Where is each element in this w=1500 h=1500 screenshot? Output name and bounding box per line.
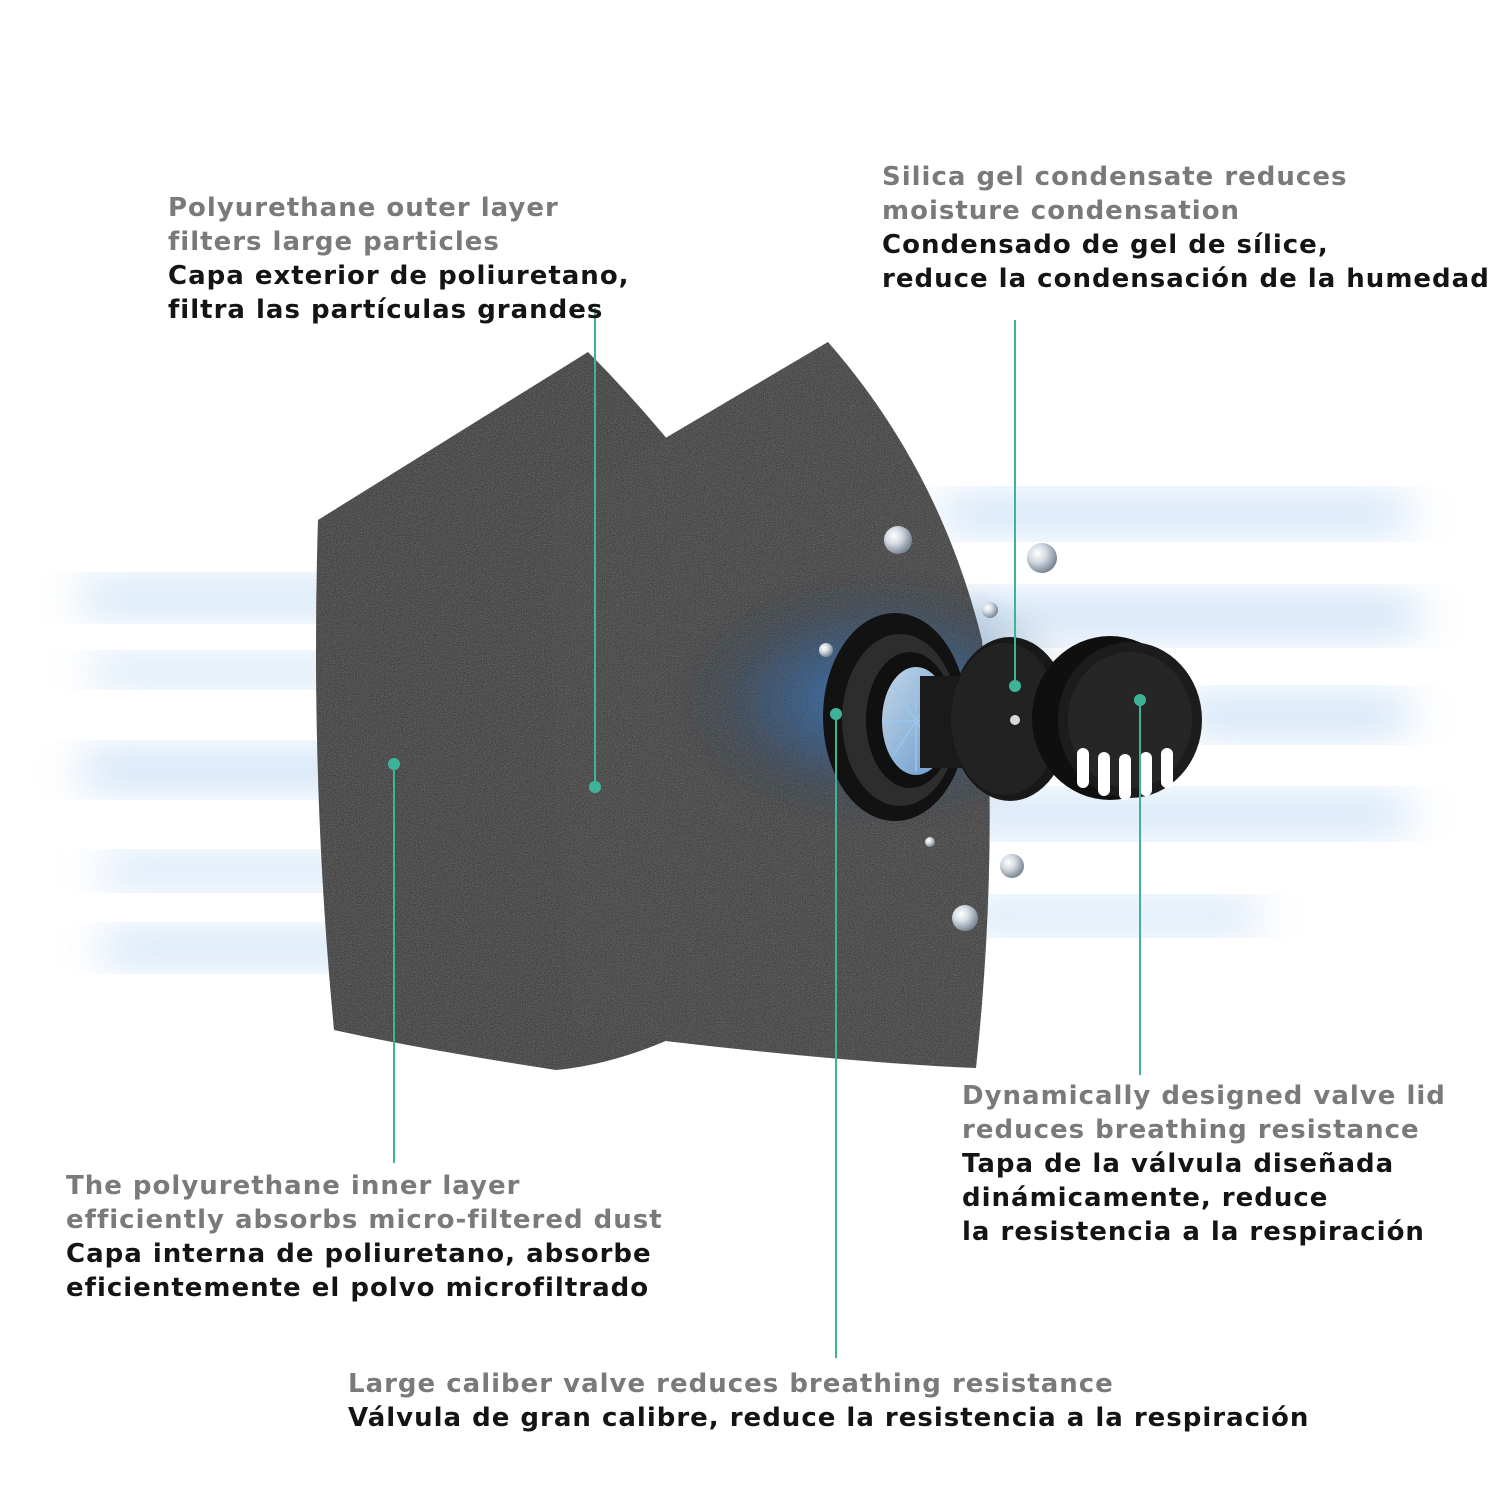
pointer-outer-layer (589, 308, 601, 793)
caption-es-line: la resistencia a la respiración (962, 1217, 1425, 1247)
caption-en-line: Dynamically designed valve lid (962, 1081, 1446, 1111)
pointer-valve-lid (1134, 694, 1146, 1075)
pointer-silica-gel (1009, 320, 1021, 692)
valve-body (823, 613, 972, 821)
caption-es-line: Válvula de gran calibre, reduce la resis… (348, 1403, 1310, 1433)
caption-en-line: Silica gel condensate reduces (882, 162, 1348, 192)
caption-es-line: eficientemente el polvo microfiltrado (66, 1273, 650, 1303)
caption-es-line: Tapa de la válvula diseñada (962, 1149, 1395, 1179)
caption-outer-layer: Polyurethane outer layer filters large p… (168, 191, 630, 327)
caption-es-line: reduce la condensación de la humedad (882, 264, 1490, 294)
caption-en-line: filters large particles (168, 227, 500, 257)
caption-en-line: reduces breathing resistance (962, 1115, 1420, 1145)
pointer-large-valve (830, 708, 842, 1358)
caption-inner-layer: The polyurethane inner layer efficiently… (66, 1169, 663, 1305)
caption-en-line: moisture condensation (882, 196, 1241, 226)
caption-es-line: Capa interna de poliuretano, absorbe (66, 1239, 652, 1269)
droplets (819, 526, 1057, 931)
caption-valve-lid: Dynamically designed valve lid reduces b… (962, 1079, 1446, 1249)
valve-lid (1032, 636, 1202, 800)
silica-gel-disc (950, 637, 1070, 801)
caption-es-line: Condensado de gel de sílice, (882, 230, 1329, 260)
caption-en-line: The polyurethane inner layer (66, 1171, 521, 1201)
caption-en-line: efficiently absorbs micro-filtered dust (66, 1205, 663, 1235)
caption-es-line: Capa exterior de poliuretano, (168, 261, 630, 291)
caption-en-line: Polyurethane outer layer (168, 193, 559, 223)
caption-en-line: Large caliber valve reduces breathing re… (348, 1369, 1114, 1399)
caption-es-line: filtra las partículas grandes (168, 295, 604, 325)
pointer-inner-layer (388, 758, 400, 1163)
airflow-streaks (80, 500, 1420, 961)
caption-large-valve: Large caliber valve reduces breathing re… (348, 1367, 1309, 1435)
caption-silica-gel: Silica gel condensate reduces moisture c… (882, 160, 1490, 296)
caption-es-line: dinámicamente, reduce (962, 1183, 1329, 1213)
